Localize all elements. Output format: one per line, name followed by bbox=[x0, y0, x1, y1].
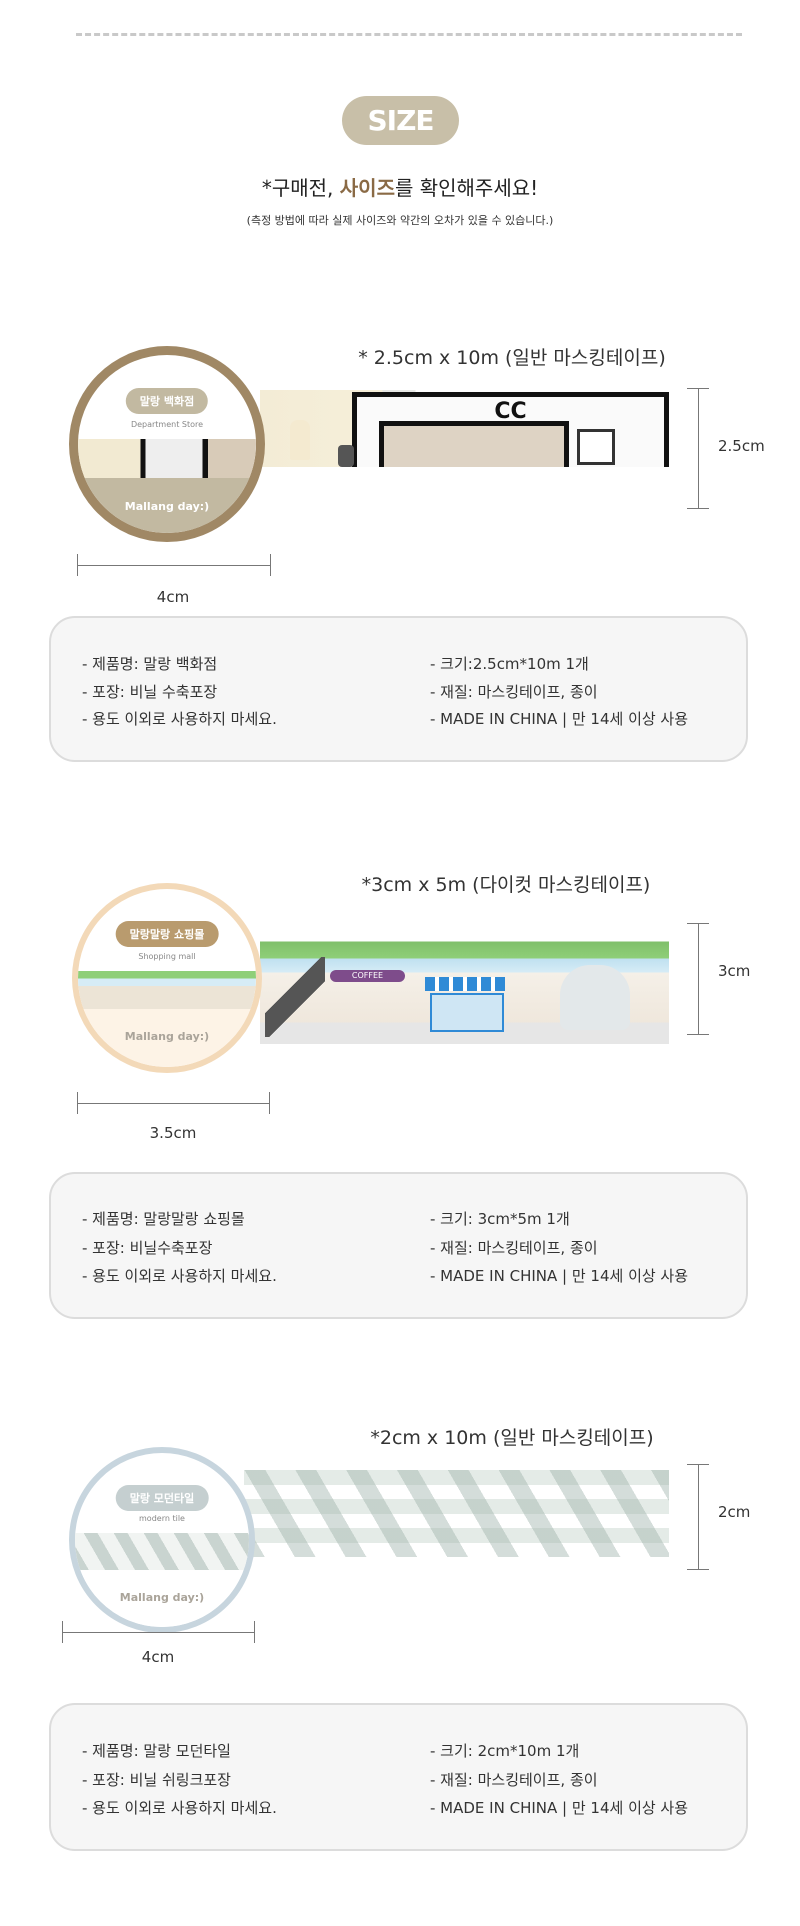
spec-title: *2cm x 10m (일반 마스킹테이프) bbox=[370, 1427, 654, 1449]
height-measure-line bbox=[698, 1464, 699, 1569]
info-left-line: - 제품명: 말랑 백화점 bbox=[82, 655, 218, 673]
info-left-line: - 제품명: 말랑 모던타일 bbox=[82, 1742, 231, 1760]
tape-roll-brand: Mallang day:) bbox=[119, 1590, 205, 1604]
info-left-line: - 포장: 비닐 수축포장 bbox=[82, 683, 218, 701]
info-right-line: - 재질: 마스킹테이프, 종이 bbox=[430, 1239, 598, 1257]
fountain bbox=[560, 965, 630, 1030]
height-measure-cap bbox=[687, 1464, 709, 1465]
width-label: 4cm bbox=[141, 1648, 175, 1666]
store-window bbox=[577, 429, 615, 465]
width-measure-cap bbox=[269, 1092, 270, 1114]
info-left-line: - 제품명: 말랑말랑 쇼핑몰 bbox=[82, 1210, 245, 1228]
tape-roll-pattern bbox=[78, 970, 256, 1009]
width-measure-cap bbox=[77, 554, 78, 576]
height-measure-line bbox=[698, 388, 699, 508]
height-label: 2cm bbox=[718, 1503, 751, 1521]
product-info-box bbox=[49, 1703, 748, 1851]
width-measure-line bbox=[77, 1103, 269, 1104]
width-measure-cap bbox=[77, 1092, 78, 1114]
store-logo: CC bbox=[494, 399, 527, 424]
width-label: 4cm bbox=[156, 588, 190, 606]
product-info-box bbox=[49, 1172, 748, 1319]
height-measure-line bbox=[698, 923, 699, 1034]
info-right-line: - 크기: 3cm*5m 1개 bbox=[430, 1210, 570, 1228]
tape-pattern-preview: COFFEE bbox=[260, 925, 669, 1044]
height-measure-cap bbox=[687, 508, 709, 509]
title-suffix: 를 확인해주세요! bbox=[394, 176, 539, 200]
tile-pattern bbox=[244, 1470, 669, 1557]
spec-title: *3cm x 5m (다이컷 마스킹테이프) bbox=[361, 874, 651, 896]
info-right-line: - MADE IN CHINA | 만 14세 이상 사용 bbox=[430, 1267, 689, 1285]
mannequin bbox=[290, 420, 310, 460]
info-left-line: - 용도 이외로 사용하지 마세요. bbox=[82, 1267, 277, 1285]
tape-roll-label: 말랑 모던타일 bbox=[115, 1484, 209, 1511]
store-front: CC bbox=[352, 392, 669, 467]
height-measure-cap bbox=[687, 1569, 709, 1570]
tape-roll-pattern bbox=[78, 439, 256, 479]
page-title: *구매전, 사이즈를 확인해주세요! bbox=[0, 172, 800, 201]
info-right-line: - 크기: 2cm*10m 1개 bbox=[430, 1742, 580, 1760]
tape-pattern-preview: CC bbox=[260, 390, 669, 467]
shop-window bbox=[430, 993, 504, 1032]
size-badge: SIZE bbox=[342, 96, 459, 145]
coffee-sign: COFFEE bbox=[330, 970, 405, 982]
width-measure-cap bbox=[254, 1621, 255, 1643]
info-right-line: - MADE IN CHINA | 만 14세 이상 사용 bbox=[430, 710, 689, 728]
info-left-line: - 용도 이외로 사용하지 마세요. bbox=[82, 1799, 277, 1817]
product-info-box bbox=[49, 616, 748, 762]
title-accent: 사이즈 bbox=[339, 176, 395, 200]
store-interior bbox=[379, 421, 569, 467]
info-right-line: - 재질: 마스킹테이프, 종이 bbox=[430, 683, 598, 701]
tape-roll-pattern bbox=[75, 1532, 249, 1571]
title-prefix: *구매전, bbox=[261, 176, 340, 200]
tape-roll-brand: Mallang day:) bbox=[124, 1029, 210, 1043]
width-measure-line bbox=[77, 565, 270, 566]
info-right-line: - 크기:2.5cm*10m 1개 bbox=[430, 655, 589, 673]
width-measure-line bbox=[62, 1632, 254, 1633]
tape-roll-brand: Mallang day:) bbox=[124, 500, 210, 514]
height-measure-cap bbox=[687, 388, 709, 389]
height-measure-cap bbox=[687, 923, 709, 924]
tape-roll-base bbox=[75, 1570, 249, 1627]
height-label: 2.5cm bbox=[718, 437, 765, 455]
width-measure-cap bbox=[62, 1621, 63, 1643]
spec-title: * 2.5cm x 10m (일반 마스킹테이프) bbox=[358, 347, 666, 369]
shop-awning bbox=[425, 977, 505, 991]
dashed-divider bbox=[76, 33, 742, 36]
height-label: 3cm bbox=[718, 962, 751, 980]
info-left-line: - 포장: 비닐수축포장 bbox=[82, 1239, 213, 1257]
tape-roll-label: 말랑 백화점 bbox=[125, 388, 209, 415]
height-measure-cap bbox=[687, 1034, 709, 1035]
page-subtitle: (측정 방법에 따라 실제 사이즈와 약간의 오차가 있을 수 있습니다.) bbox=[246, 214, 554, 227]
tape-roll-label: 말랑말랑 쇼핑몰 bbox=[115, 921, 219, 948]
tape-roll-subtitle: Shopping mall bbox=[138, 951, 196, 961]
info-left-line: - 포장: 비닐 쉬링크포장 bbox=[82, 1771, 231, 1789]
tape-roll-base bbox=[78, 1008, 256, 1067]
info-right-line: - MADE IN CHINA | 만 14세 이상 사용 bbox=[430, 1799, 689, 1817]
vase bbox=[338, 445, 354, 467]
width-label: 3.5cm bbox=[149, 1124, 197, 1142]
width-measure-cap bbox=[270, 554, 271, 576]
info-right-line: - 재질: 마스킹테이프, 종이 bbox=[430, 1771, 598, 1789]
tape-roll-subtitle: modern tile bbox=[139, 1514, 185, 1524]
info-left-line: - 용도 이외로 사용하지 마세요. bbox=[82, 710, 277, 728]
tape-roll-base bbox=[78, 478, 256, 533]
tape-roll-subtitle: Department Store bbox=[130, 419, 204, 429]
tape-pattern-preview bbox=[244, 1470, 669, 1557]
escalator bbox=[265, 957, 325, 1037]
